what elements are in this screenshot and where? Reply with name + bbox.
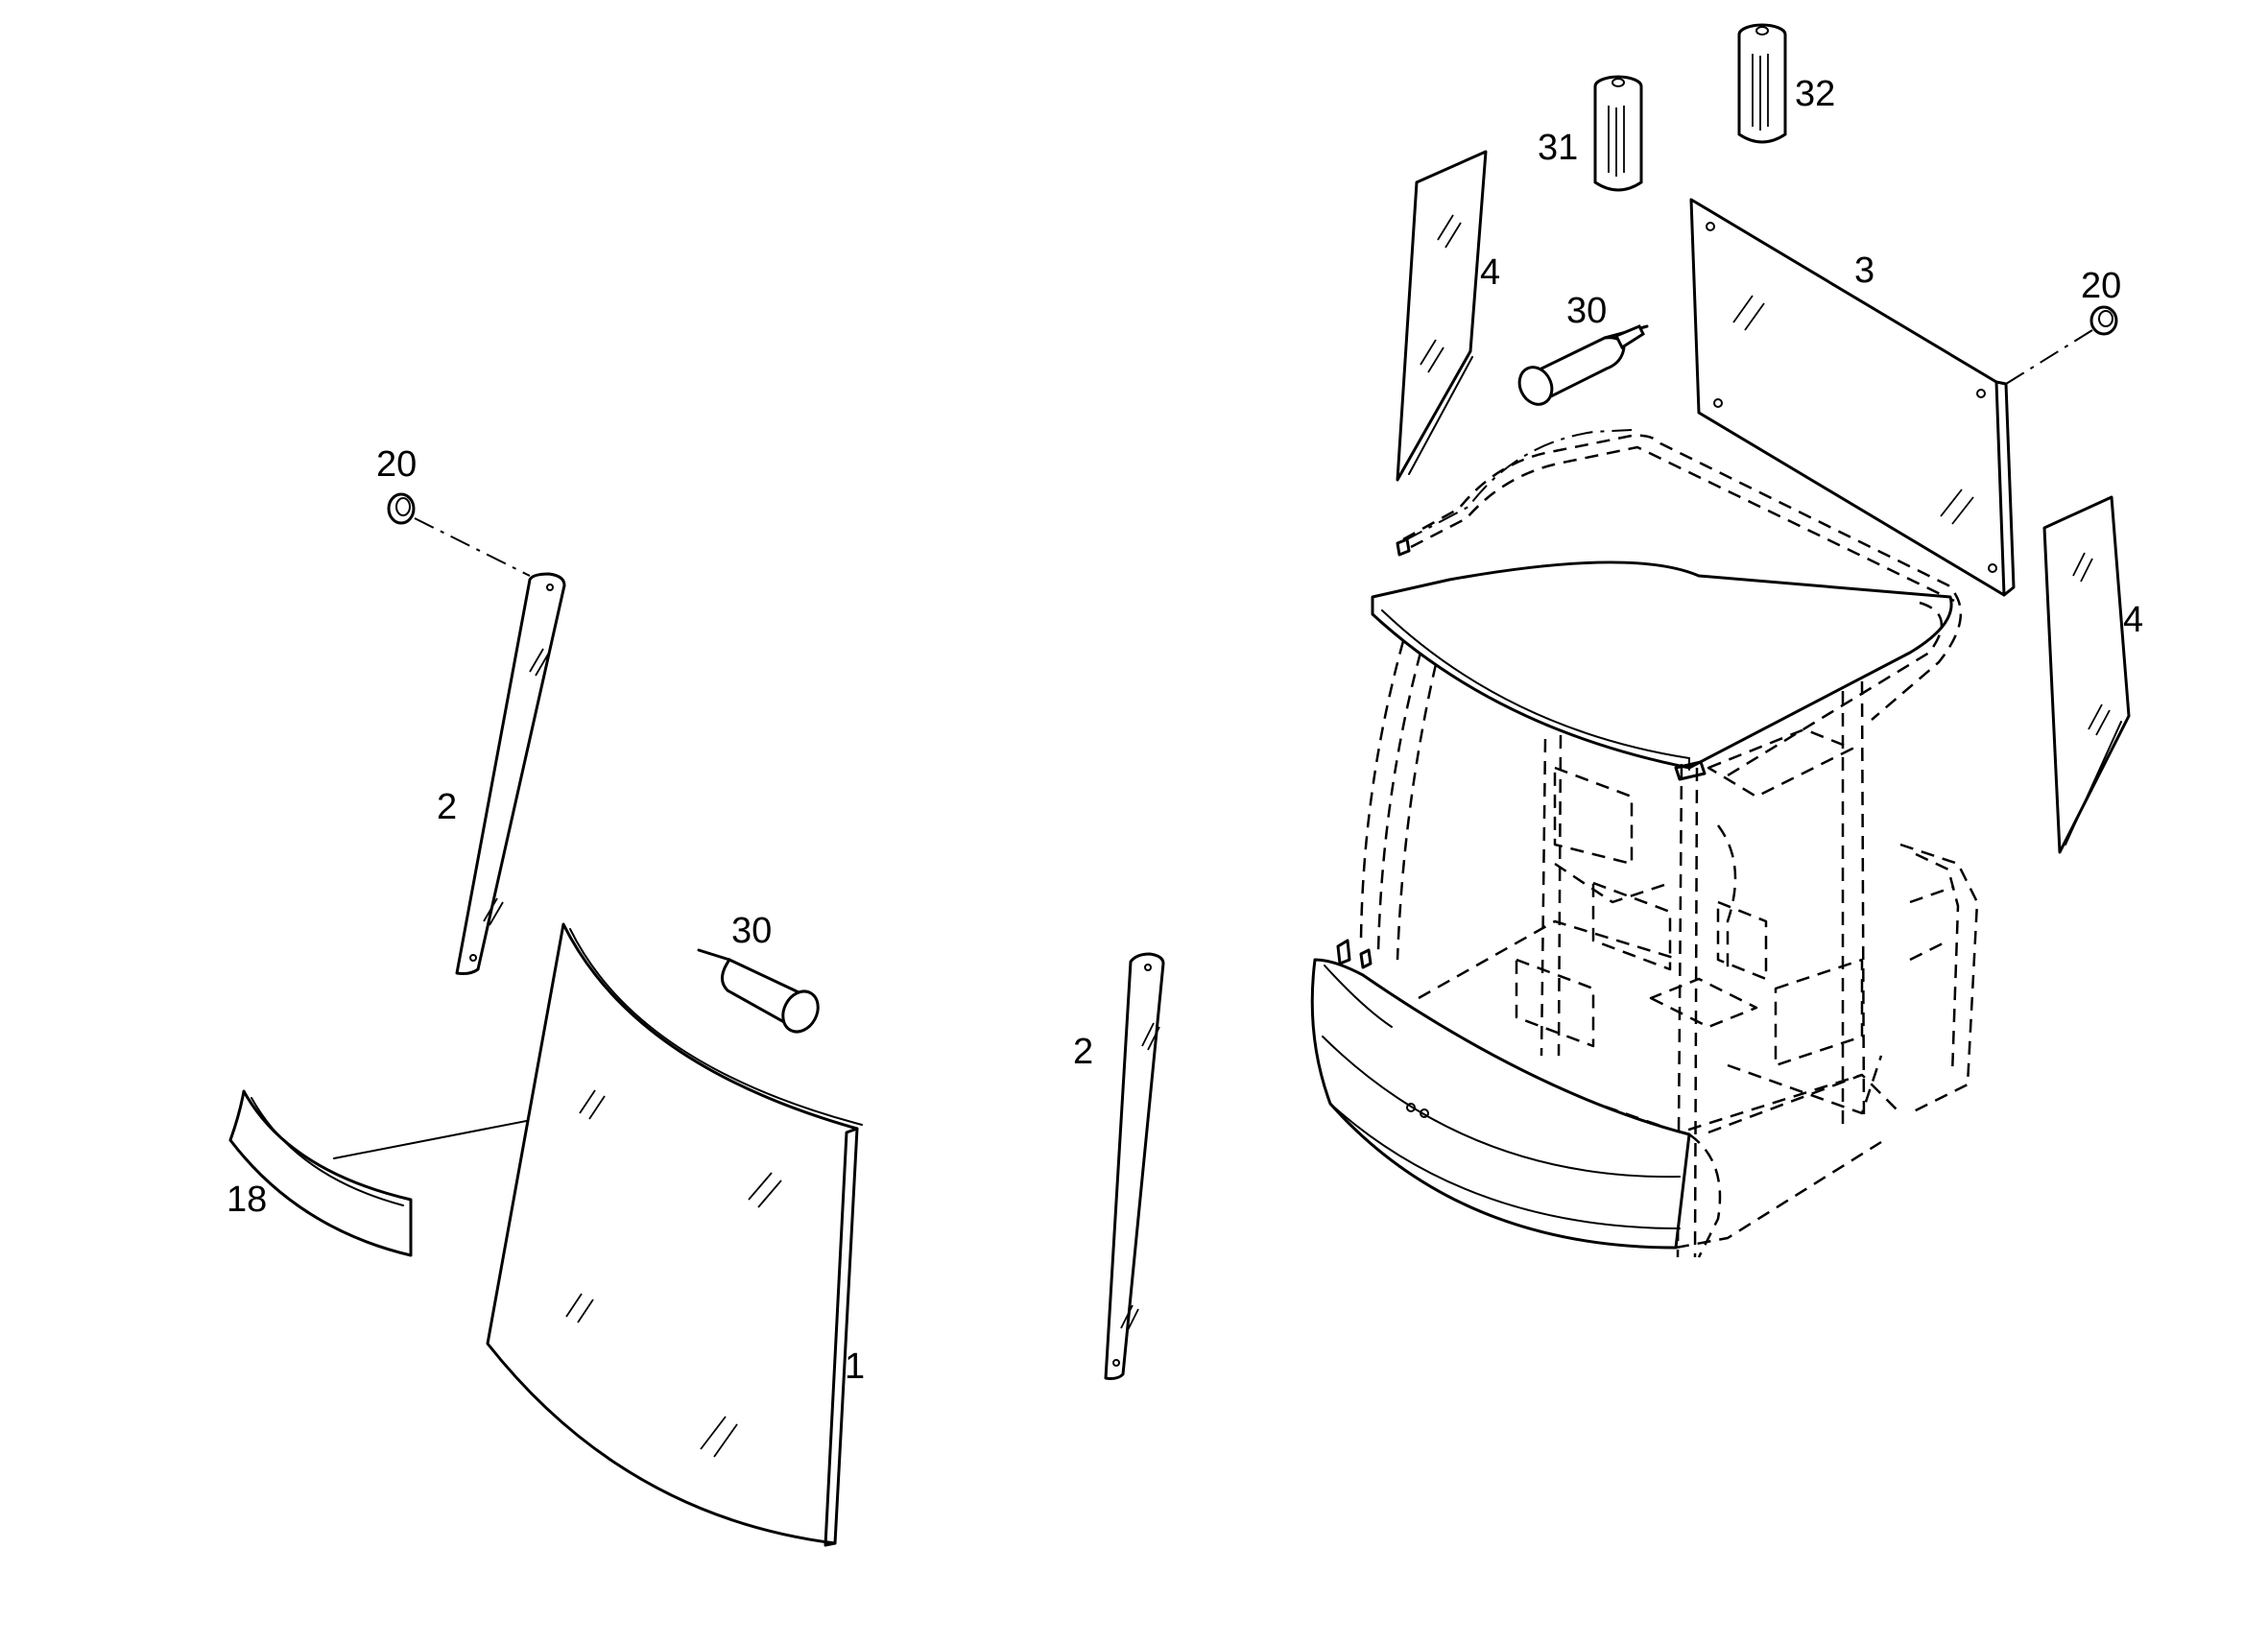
callout-4-upper: 4 <box>1480 252 1500 293</box>
callout-32: 32 <box>1795 74 1835 114</box>
callout-2-middle: 2 <box>1073 1032 1093 1072</box>
cab-frame <box>1310 429 1979 1258</box>
rear-glass-part-3 <box>1689 198 2093 597</box>
plug-part-20-left <box>387 492 531 577</box>
plug-part-20-right <box>2089 305 2118 336</box>
glass-strip-part-2-left <box>455 572 566 975</box>
callout-30-left: 30 <box>731 911 772 951</box>
callouts: 1 2 2 3 4 4 18 20 20 30 30 31 32 <box>227 74 2143 1387</box>
sealant-cartridge-part-30-right <box>1517 324 1649 406</box>
sealant-cartridge-part-30-left <box>697 948 820 1034</box>
glass-strip-part-2-middle <box>1104 952 1165 1380</box>
side-glass-part-4-upper <box>1396 150 1488 482</box>
callout-20-left: 20 <box>376 444 417 485</box>
cartridge-part-31 <box>1593 75 1643 192</box>
callout-30-right: 30 <box>1566 291 1607 331</box>
callout-18: 18 <box>227 1179 267 1220</box>
callout-3: 3 <box>1854 250 1874 291</box>
cartridge-part-32 <box>1737 23 1787 144</box>
callout-4-lower: 4 <box>2123 600 2143 640</box>
callout-1: 1 <box>845 1346 865 1387</box>
callout-20-right: 20 <box>2081 266 2121 306</box>
callout-2-left: 2 <box>437 787 457 827</box>
windscreen-part-1 <box>486 922 863 1547</box>
callout-31: 31 <box>1538 128 1578 168</box>
side-glass-part-4-lower <box>2042 495 2131 854</box>
